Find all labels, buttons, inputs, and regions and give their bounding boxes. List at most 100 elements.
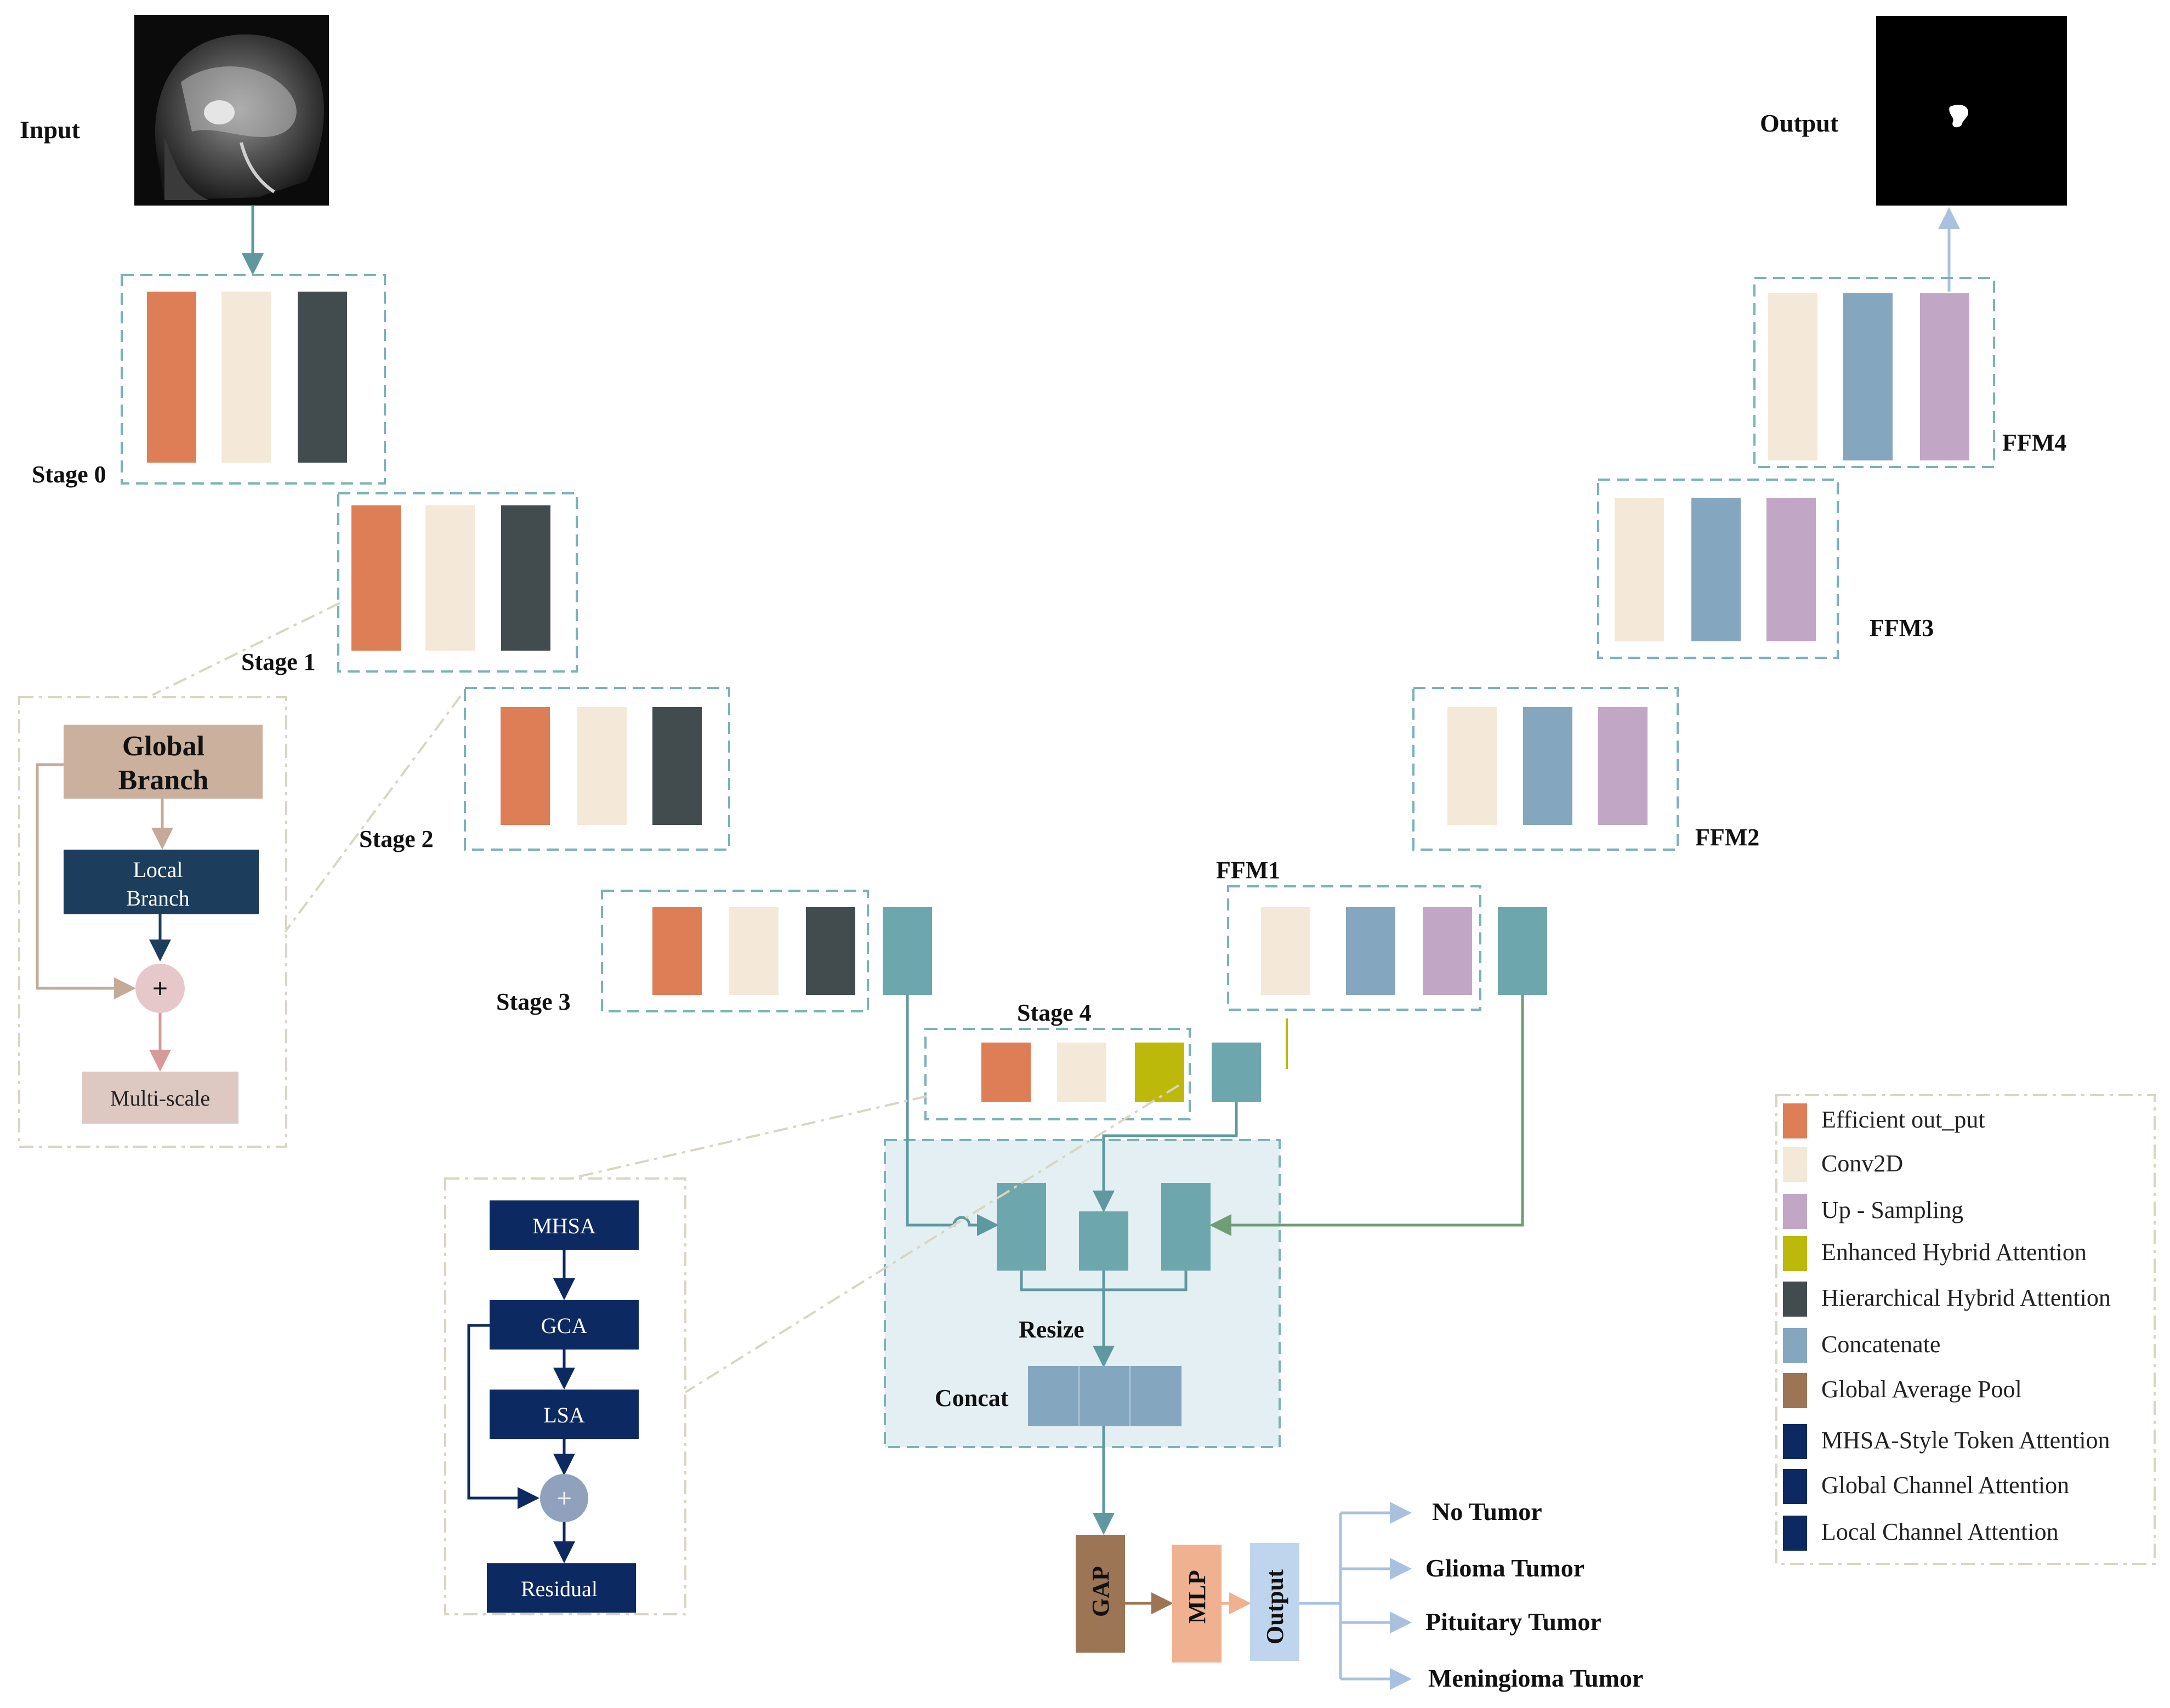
stage-4-label: Stage 4 xyxy=(1017,999,1092,1026)
stage-1-zoom-line xyxy=(284,695,462,933)
plus-icon xyxy=(135,964,185,1013)
upsampling-block xyxy=(1920,293,1969,460)
class-glioma-tumor: Glioma Tumor xyxy=(1425,1554,1584,1582)
mri-brain-shape xyxy=(155,34,324,201)
stage-3-output-block xyxy=(883,907,932,995)
stage-4-zoom-line xyxy=(684,1084,1180,1393)
output-label: Output xyxy=(1760,109,1839,137)
conv2d-block xyxy=(425,505,475,651)
stage-1 xyxy=(337,492,578,673)
output-block xyxy=(1250,1543,1299,1661)
fusion-right-block xyxy=(1161,1183,1211,1271)
ffm-3 xyxy=(1597,479,1839,659)
legend-swatch xyxy=(1783,1236,1807,1271)
legend-label: Global Average Pool xyxy=(1821,1376,2022,1403)
stage-1-zoom-line xyxy=(152,602,340,696)
hierarchical-attention-block xyxy=(501,505,550,651)
global-branch-label-1: Global xyxy=(122,731,204,762)
upsampling-block xyxy=(1423,907,1472,995)
conv2d-block xyxy=(1261,907,1310,995)
lsa-block xyxy=(490,1390,639,1439)
legend-label: Efficient out_put xyxy=(1821,1106,1985,1133)
multiscale-label: Multi-scale xyxy=(110,1086,210,1111)
efficient-block xyxy=(981,1043,1031,1102)
legend-label: Up - Sampling xyxy=(1821,1197,1963,1223)
stage-3-label: Stage 3 xyxy=(496,988,571,1015)
conv2d-block xyxy=(1615,498,1664,641)
legend-swatch xyxy=(1783,1328,1807,1363)
legend-label: Hierarchical Hybrid Attention xyxy=(1821,1284,2111,1311)
global-branch-block xyxy=(64,725,263,799)
upsampling-block xyxy=(1598,707,1648,825)
plus-icon xyxy=(540,1474,588,1522)
lsa-label: LSA xyxy=(543,1403,585,1427)
output-mask-image xyxy=(1876,16,2067,206)
mlp-label: MLP xyxy=(1184,1570,1211,1624)
legend-label: Concatenate xyxy=(1821,1331,1940,1358)
multiscale-block xyxy=(82,1072,238,1124)
enhanced-attention-block xyxy=(1135,1043,1184,1102)
conv2d-block xyxy=(221,292,271,463)
conv2d-block xyxy=(1447,707,1497,825)
conv2d-block xyxy=(1768,293,1817,460)
fusion-mid-block xyxy=(1079,1211,1128,1271)
output-block-label: Output xyxy=(1262,1569,1288,1644)
legend-label: Global Channel Attention xyxy=(1821,1472,2069,1499)
ffm-4 xyxy=(1753,277,1995,468)
efficient-block xyxy=(652,907,702,995)
concatenate-block xyxy=(1346,907,1395,995)
ffm-1-to-fusion-line xyxy=(1209,995,1524,1236)
token-attention-panel xyxy=(444,1177,686,1615)
legend-swatch xyxy=(1783,1373,1807,1408)
legend-swatch xyxy=(1783,1424,1807,1459)
input-label: Input xyxy=(20,116,81,144)
conv2d-block xyxy=(577,707,627,825)
legend-label: Enhanced Hybrid Attention xyxy=(1821,1239,2087,1266)
class-meningioma-tumor: Meningioma Tumor xyxy=(1428,1664,1643,1692)
stage-2 xyxy=(464,687,730,851)
stage-4-to-fusion-line xyxy=(1093,1102,1238,1212)
tumor-mask-shape xyxy=(1949,105,1968,128)
conv2d-block xyxy=(1057,1043,1106,1102)
global-skip-line xyxy=(36,763,136,999)
class-no-tumor: No Tumor xyxy=(1432,1498,1542,1525)
legend-panel xyxy=(1775,1094,2156,1565)
class-branches xyxy=(1299,1502,1412,1690)
efficient-block xyxy=(351,505,401,651)
gap-block xyxy=(1076,1535,1125,1653)
gca-skip-line xyxy=(467,1324,539,1509)
ffm-1 xyxy=(1227,885,1547,1011)
stage-0 xyxy=(121,274,386,485)
stage-0-label: Stage 0 xyxy=(32,461,106,488)
ffm-3-label: FFM3 xyxy=(1870,614,1934,641)
residual-label: Residual xyxy=(521,1576,598,1601)
concat-label: Concat xyxy=(935,1385,1009,1411)
plus-sign: + xyxy=(152,973,168,1004)
upsampling-block xyxy=(1766,498,1816,641)
legend-label: MHSA-Style Token Attention xyxy=(1821,1427,2110,1454)
legend-swatch xyxy=(1783,1147,1807,1182)
ffm-1-output-block xyxy=(1498,907,1547,995)
stage-3 xyxy=(601,890,932,1012)
concat-block xyxy=(1028,1366,1181,1426)
concatenate-block xyxy=(1843,293,1893,460)
class-pituitary-tumor: Pituitary Tumor xyxy=(1425,1608,1601,1636)
stage-1-label: Stage 1 xyxy=(241,648,316,675)
legend-swatch xyxy=(1783,1516,1807,1551)
ffm-2 xyxy=(1412,687,1679,851)
resize-label: Resize xyxy=(1019,1316,1084,1343)
legend-swatch xyxy=(1783,1103,1807,1138)
stage-2-label: Stage 2 xyxy=(359,825,434,852)
legend-swatch xyxy=(1783,1282,1807,1317)
hierarchical-attention-block xyxy=(652,707,702,825)
stage-4 xyxy=(924,1028,1261,1120)
mhsa-label: MHSA xyxy=(532,1214,596,1238)
gca-label: GCA xyxy=(541,1313,588,1338)
mlp-block xyxy=(1172,1545,1222,1663)
branch-detail-panel xyxy=(18,696,287,1148)
plus-sign: + xyxy=(556,1483,572,1513)
concatenate-block xyxy=(1523,707,1572,825)
stage-4-zoom-line xyxy=(570,1095,927,1180)
hierarchical-attention-block xyxy=(298,292,347,463)
